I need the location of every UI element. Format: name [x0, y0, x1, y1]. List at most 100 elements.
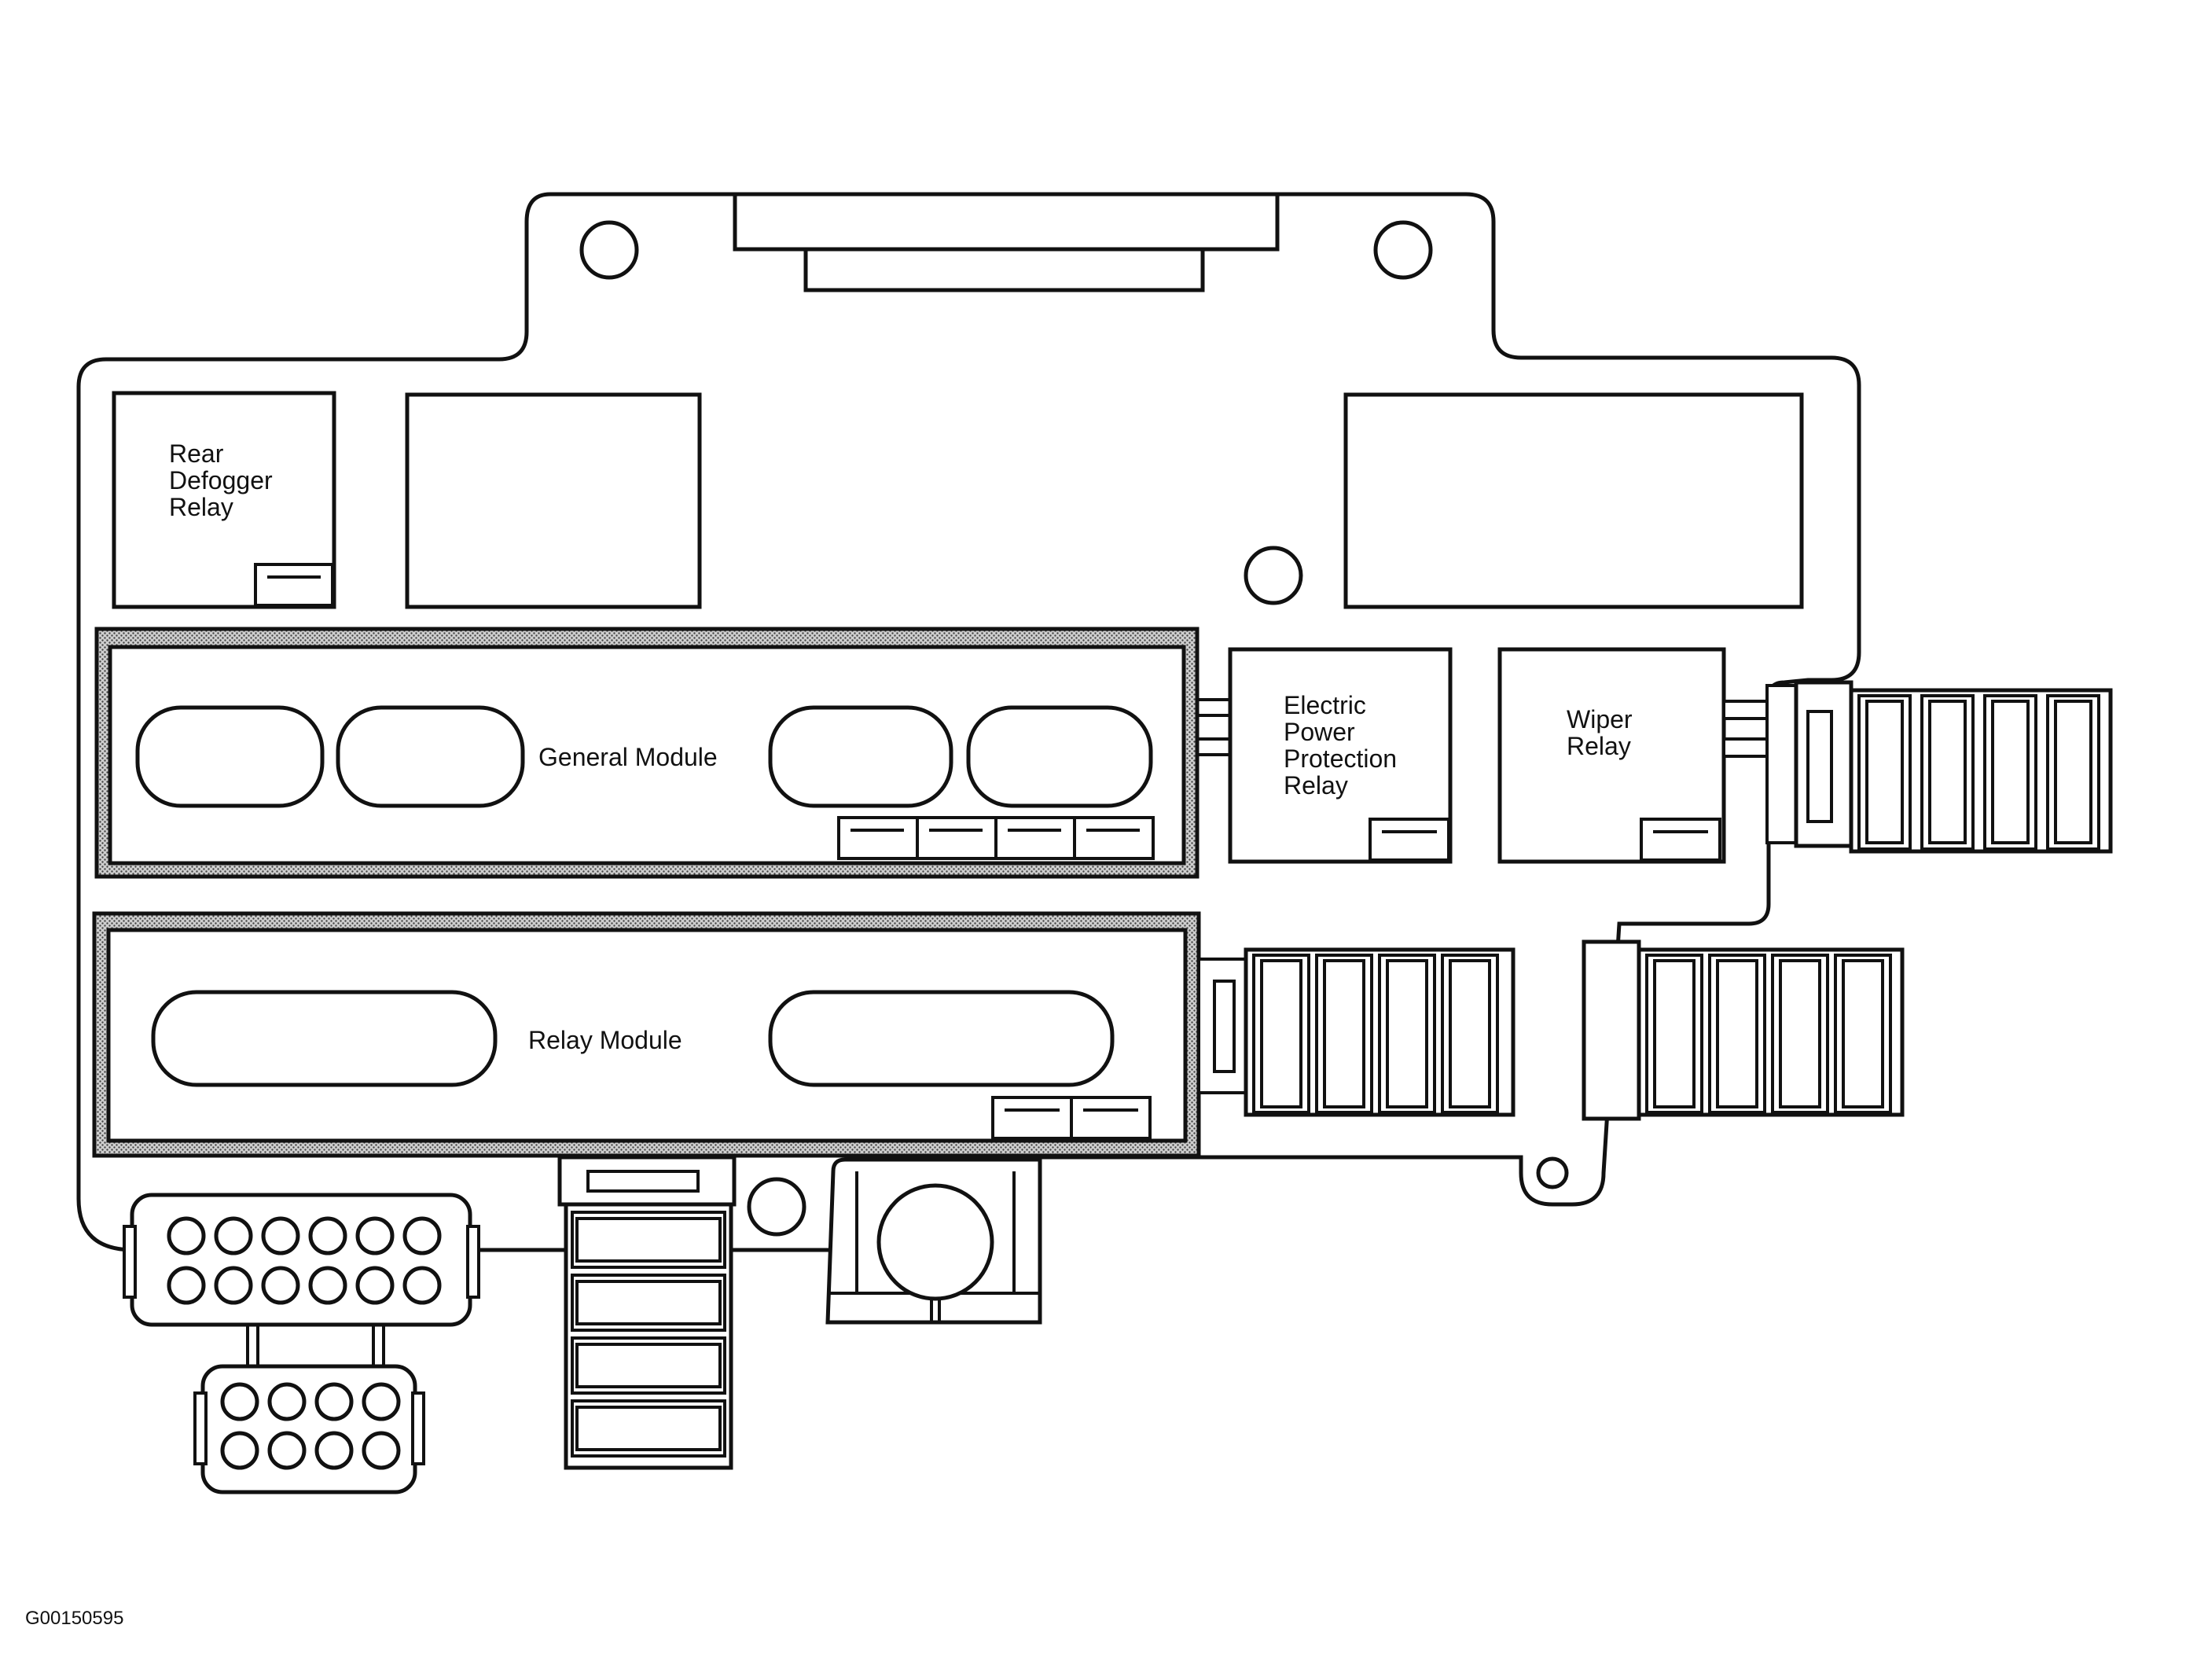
fuse-stack-bottom	[557, 1155, 737, 1470]
fuse-stack-bottom-clip-inner	[586, 1170, 700, 1193]
connector-8-pin-pin-6	[267, 1431, 307, 1470]
connector-8-pin-pin-2	[267, 1382, 307, 1421]
electric-power-protection-relay: Electric Power Protection Relay	[1228, 647, 1453, 864]
top-connector-inner	[803, 247, 1205, 292]
wiper-relay-label-line-1: Wiper	[1567, 705, 1633, 733]
wiper-relay-terminal	[1640, 818, 1721, 862]
connector-12-pin-body	[130, 1193, 472, 1327]
wiper-relay-label: Wiper Relay	[1567, 705, 1639, 760]
fuse-right-upper-1-inner	[1865, 700, 1904, 844]
fuse-right-lower-4-inner	[1842, 959, 1884, 1108]
fuse-right-upper-3-inner	[1991, 700, 2030, 844]
relay-module-socket-2	[768, 990, 1115, 1087]
wiper-relay-label-line-2: Relay	[1567, 732, 1631, 760]
connector-8-pin-pin-4	[362, 1382, 401, 1421]
general-module-terminal-3	[994, 816, 1076, 860]
general-module-socket-3	[768, 705, 953, 808]
electric-power-protection-relay-label-line-4: Relay	[1284, 771, 1348, 800]
fuse-right-lower-3-inner	[1779, 959, 1821, 1108]
fuse-middle-4-inner	[1449, 959, 1491, 1108]
general-module-terminals	[837, 816, 1155, 860]
electric-power-protection-relay-terminal	[1369, 818, 1450, 862]
wiper-relay-link-2	[1722, 737, 1769, 758]
electric-power-protection-relay-label-line-3: Protection	[1284, 744, 1397, 773]
electric-power-protection-relay-label-line-2: Power	[1284, 718, 1355, 746]
general-module-terminal-1	[837, 816, 919, 860]
connector-12-pin-pin-11	[355, 1266, 395, 1305]
relay-module-socket-1	[151, 990, 498, 1087]
mounting-hole-center	[1244, 546, 1303, 605]
rear-defogger-relay-label-line-1: Rear	[169, 439, 224, 468]
relay-block-top-left	[405, 392, 702, 609]
rear-defogger-relay-label: Rear Defogger Relay	[169, 439, 280, 521]
general-module-socket-2	[336, 705, 525, 808]
connector-8-pin	[193, 1325, 425, 1494]
fuse-right-lower-1-inner	[1653, 959, 1696, 1108]
fuse-stack-bottom-4-inner	[575, 1406, 722, 1451]
general-module-socket-4	[966, 705, 1153, 808]
mounting-hole-bottom-center	[747, 1177, 806, 1237]
electric-power-protection-relay-label: Electric Power Protection Relay	[1284, 691, 1404, 800]
rear-defogger-relay-label-line-3: Relay	[169, 493, 233, 521]
rear-defogger-relay-terminal	[254, 563, 334, 607]
connector-12-pin-pin-8	[214, 1266, 253, 1305]
rear-defogger-relay: Rear Defogger Relay	[112, 391, 336, 609]
connector-8-pin-pin-7	[314, 1431, 354, 1470]
fuse-block-middle-clip-inner	[1213, 980, 1236, 1073]
fuse-right-lower-2-inner	[1716, 959, 1758, 1108]
relay-module-terminal-2	[1070, 1096, 1152, 1140]
fuse-stack-bottom-3-inner	[575, 1343, 722, 1388]
connector-8-pin-tab-left	[193, 1391, 208, 1465]
connector-12-pin-pin-9	[261, 1266, 300, 1305]
fuse-stack-bottom-2-inner	[575, 1280, 722, 1325]
wiper-relay-link-1	[1722, 700, 1769, 720]
top-connector-outer	[733, 192, 1280, 252]
connector-12-pin-pin-4	[308, 1216, 347, 1255]
connector-8-pin-pin-1	[220, 1382, 259, 1421]
connector-8-pin-pin-8	[362, 1431, 401, 1470]
relay-block-top-right	[1343, 392, 1804, 609]
general-module-socket-1	[135, 705, 325, 808]
general-module-terminal-2	[916, 816, 997, 860]
relay-module: Relay Module	[92, 911, 1201, 1158]
round-relay-socket	[825, 1157, 1042, 1325]
fuse-middle-1-inner	[1260, 959, 1302, 1108]
mounting-hole-top-right	[1373, 220, 1433, 280]
relay-module-label: Relay Module	[528, 1026, 682, 1054]
connector-8-pin-pin-3	[314, 1382, 354, 1421]
general-module-label: General Module	[538, 743, 718, 771]
connector-12-pin	[123, 1193, 480, 1327]
relay-module-terminal-1	[991, 1096, 1073, 1140]
fuse-right-upper-4-inner	[2054, 700, 2092, 844]
connector-12-pin-pin-7	[167, 1266, 206, 1305]
fuse-block-right-upper	[1765, 680, 2113, 854]
mounting-hole-top-left	[579, 220, 639, 280]
connector-12-pin-pin-3	[261, 1216, 300, 1255]
mounting-hole-bottom-right	[1536, 1156, 1569, 1189]
connector-8-pin-pin-5	[220, 1431, 259, 1470]
connector-12-pin-pin-2	[214, 1216, 253, 1255]
wiper-relay: Wiper Relay	[1497, 647, 1769, 864]
general-module-terminal-4	[1073, 816, 1155, 860]
fuse-block-right-lower	[1582, 939, 1905, 1121]
connector-12-pin-pin-1	[167, 1216, 206, 1255]
general-module: General Module	[94, 627, 1230, 879]
connector-8-pin-tab-right	[411, 1391, 425, 1465]
figure-code: G00150595	[25, 1608, 123, 1629]
electric-power-protection-relay-label-line-1: Electric	[1284, 691, 1366, 719]
connector-12-pin-pin-12	[402, 1266, 442, 1305]
connector-12-pin-tab-left	[123, 1225, 137, 1299]
fuse-block-right-lower-clip	[1582, 939, 1641, 1121]
connector-12-pin-pin-5	[355, 1216, 395, 1255]
rear-defogger-relay-label-line-2: Defogger	[169, 466, 273, 494]
fuse-middle-3-inner	[1386, 959, 1428, 1108]
round-relay-socket-circle	[876, 1183, 994, 1301]
fuse-right-upper-2-inner	[1928, 700, 1967, 844]
connector-12-pin-pin-10	[308, 1266, 347, 1305]
connector-12-pin-tab-right	[466, 1225, 480, 1299]
fuse-block-right-upper-clip-inner	[1806, 710, 1833, 823]
fuse-stack-bottom-1-inner	[575, 1217, 722, 1263]
fuse-block-middle	[1197, 947, 1516, 1117]
fuse-middle-2-inner	[1323, 959, 1365, 1108]
